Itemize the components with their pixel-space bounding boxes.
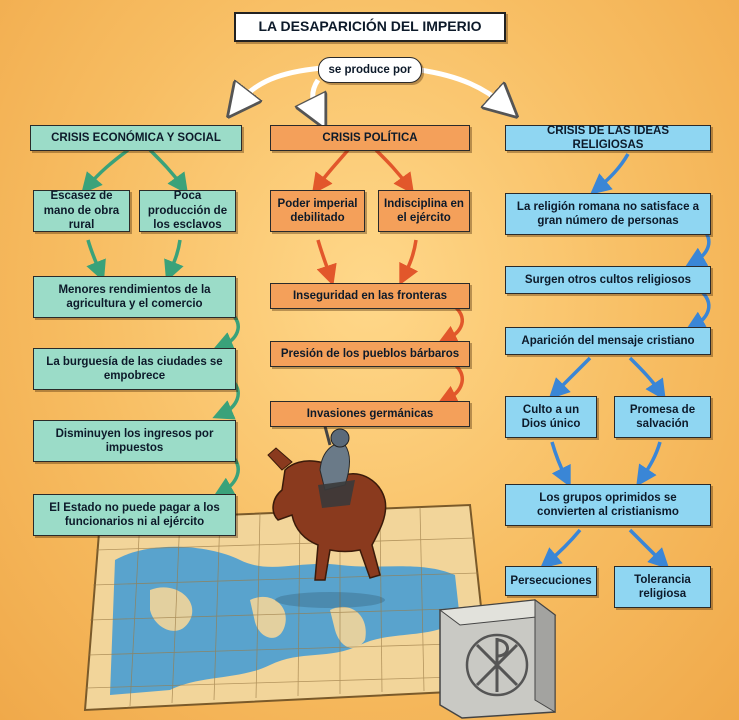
cause-weak-emperor: Poder imperial debilitado [270, 190, 365, 232]
header-political: CRISIS POLÍTICA [270, 125, 470, 151]
cause-slave-production: Poca producción de los esclavos [139, 190, 236, 232]
connector-label: se produce por [318, 57, 422, 83]
effect-other-cults: Surgen otros cultos religiosos [505, 266, 711, 294]
religious-arrows [539, 153, 711, 570]
outcome-persecutions: Persecuciones [505, 566, 597, 596]
connector-arrows [238, 65, 505, 114]
chi-rho-stone [438, 599, 557, 719]
header-economic: CRISIS ECONÓMICA Y SOCIAL [30, 125, 242, 151]
effect-christian-message: Aparición del mensaje cristiano [505, 327, 711, 355]
branch-salvation: Promesa de salvación [614, 396, 711, 438]
page-title: LA DESAPARICIÓN DEL IMPERIO [234, 12, 506, 42]
cause-labor-shortage: Escasez de mano de obra rural [33, 190, 130, 232]
cause-army-indiscipline: Indisciplina en el ejército [378, 190, 470, 232]
effect-germanic-invasions: Invasiones germánicas [270, 401, 470, 427]
effect-lower-yields: Menores rendimientos de la agricultura y… [33, 276, 236, 318]
effect-barbarian-pressure: Presión de los pueblos bárbaros [270, 341, 470, 367]
effect-frontier-insecurity: Inseguridad en las fronteras [270, 283, 470, 309]
effect-lower-taxes: Disminuyen los ingresos por impuestos [33, 420, 236, 462]
branch-one-god: Culto a un Dios único [505, 396, 597, 438]
horse-rider [267, 414, 387, 608]
effect-bourgeoisie-poorer: La burguesía de las ciudades se empobrec… [33, 348, 236, 390]
effect-roman-religion-fails: La religión romana no satisface a gran n… [505, 193, 711, 235]
header-religious: CRISIS DE LAS IDEAS RELIGIOSAS [505, 125, 711, 151]
map-of-europe [83, 503, 492, 712]
effect-oppressed-convert: Los grupos oprimidos se convierten al cr… [505, 484, 711, 526]
outcome-tolerance: Tolerancia religiosa [614, 566, 711, 608]
effect-state-cannot-pay: El Estado no puede pagar a los funcionar… [33, 494, 236, 536]
